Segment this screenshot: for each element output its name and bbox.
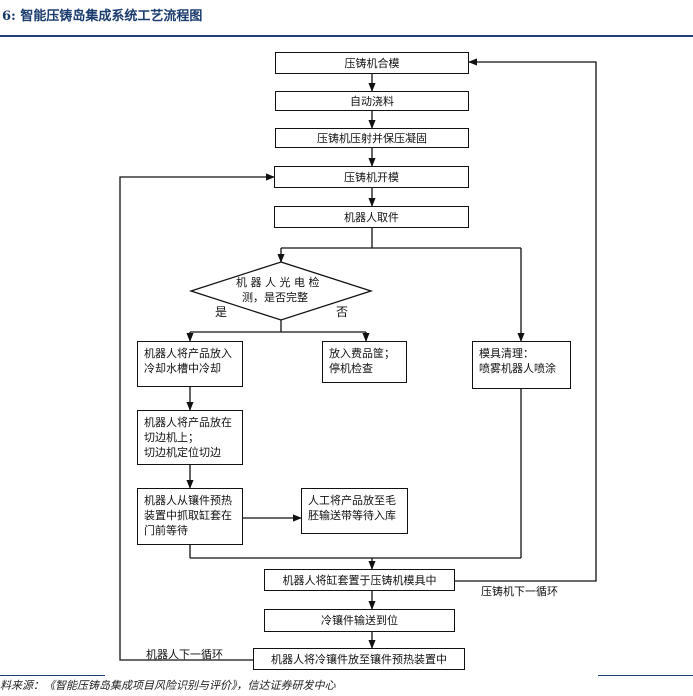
decision-text-line2: 测，是否完整 (242, 291, 308, 304)
decision-diamond (188, 261, 374, 321)
step-place-sleeve: 机器人将缸套置于压铸机模具中 (264, 569, 455, 591)
header-rule (0, 35, 693, 37)
label-no: 否 (336, 305, 349, 319)
step-scrap: 放入费品筐； 停机检查 (322, 341, 407, 383)
step-mold-clean: 模具清理： 喷雾机器人喷涂 (472, 341, 571, 389)
label-robot-next-cycle: 机器人下一循环 (146, 648, 223, 661)
step-open-mold: 压铸机开模 (274, 166, 469, 188)
step-trim: 机器人将产品放在 切边机上； 切边机定位切边 (137, 410, 243, 465)
footer-rule-right (598, 675, 693, 676)
step-place-insert: 机器人将冷镶件放至镶件预热装置中 (253, 648, 465, 670)
label-press-next-cycle: 压铸机下一循环 (481, 585, 558, 598)
step-auto-pour: 自动浇料 (275, 91, 469, 111)
decision-text-line1: 机 器 人 光 电 检 (236, 276, 320, 289)
figure-title: 6: 智能压铸岛集成系统工艺流程图 (2, 9, 203, 24)
step-cold-insert: 冷镶件输送到位 (264, 609, 455, 632)
loop-robot-next-cycle (119, 173, 275, 661)
step-close-mold: 压铸机合模 (275, 52, 469, 74)
label-yes: 是 (215, 305, 228, 319)
step-cool: 机器人将产品放入 冷却水槽中冷却 (137, 341, 243, 387)
source-note: 料来源：《智能压铸岛集成项目风险识别与评价》，信达证券研发中心 (0, 679, 336, 692)
step-robot-pick: 机器人取件 (274, 206, 469, 228)
step-take-sleeve: 机器人从镶件预热 装置中抓取缸套在 门前等待 (137, 488, 243, 545)
loop-press-next-cycle (455, 58, 597, 582)
footer-rule-left (0, 675, 105, 676)
step-manual-store: 人工将产品放至毛 胚输送带等待入库 (301, 488, 408, 534)
step-inject: 压铸机压射并保压凝固 (275, 128, 469, 148)
